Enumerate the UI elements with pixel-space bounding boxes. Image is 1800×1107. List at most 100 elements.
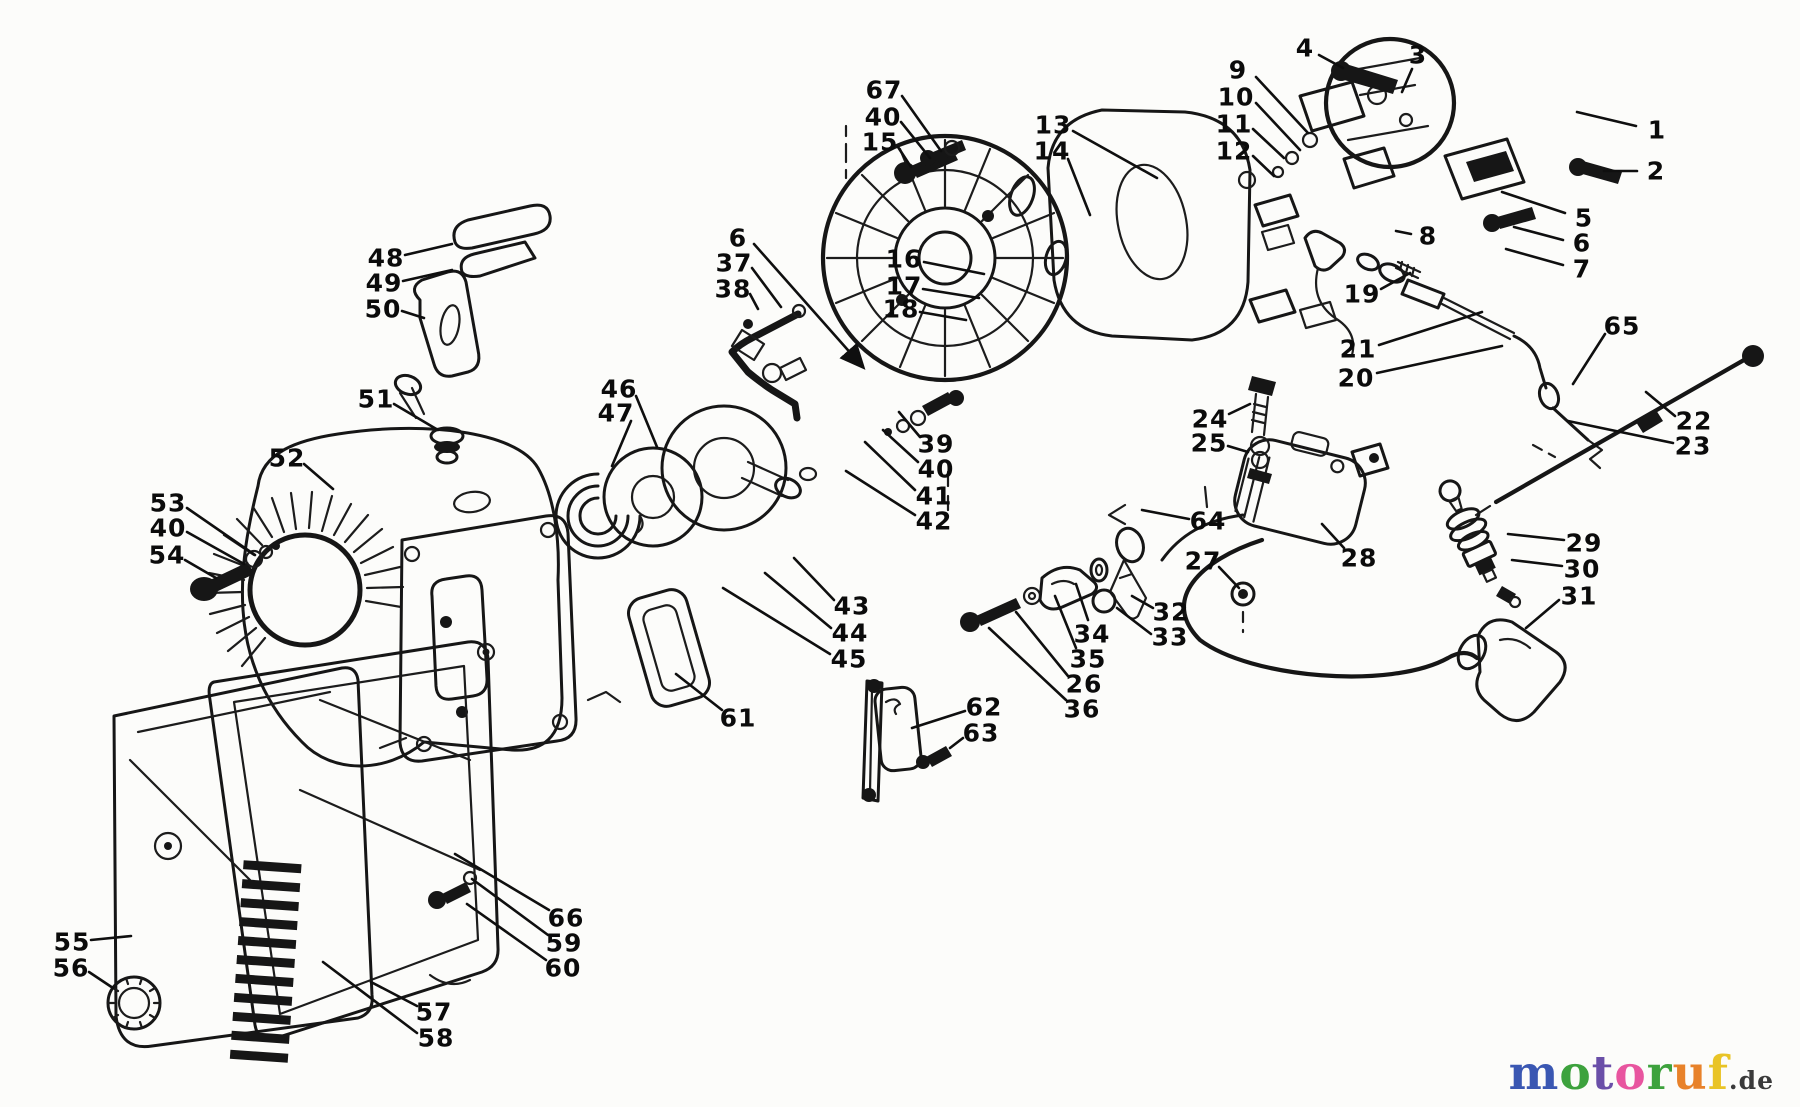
leader-line-61 (674, 672, 724, 712)
leader-line-26 (1014, 610, 1070, 678)
plug-boot (1456, 618, 1567, 722)
leader-line-5 (1500, 190, 1567, 215)
rope-grommet (429, 426, 465, 465)
leader-line-15 (896, 145, 913, 169)
part-labels: 1234567891011121314161718192021222324252… (53, 34, 1713, 1053)
watermark-letter: o (1559, 1046, 1592, 1101)
part-label-64: 64 (1190, 507, 1227, 536)
coil-bolt-washers (1247, 376, 1276, 484)
plug-terminal (1496, 586, 1522, 609)
leader-line-40 (899, 120, 932, 160)
flywheel (820, 133, 1070, 383)
part-label-59: 59 (546, 929, 583, 958)
part-label-10: 10 (1218, 83, 1255, 112)
leader-line-34 (1074, 582, 1090, 622)
part-label-38: 38 (715, 275, 752, 304)
leader-line-12 (1251, 154, 1276, 178)
leader-line-13 (1071, 129, 1159, 180)
throttle-cable (1356, 252, 1604, 470)
flywheel-fins (825, 138, 1065, 378)
rewind-spring-pulley (554, 356, 964, 560)
leader-line-66 (453, 852, 551, 912)
part-label-63: 63 (963, 719, 1000, 748)
leader-line-54 (183, 558, 218, 580)
part-label-42: 42 (916, 507, 953, 536)
part-label-9: 9 (1229, 56, 1247, 85)
leader-line-60 (465, 902, 548, 962)
part-label-46: 46 (601, 375, 638, 404)
leader-line-27 (1217, 565, 1241, 590)
part-label-53: 53 (150, 489, 187, 518)
part-label-50: 50 (365, 295, 402, 324)
leader-line-51 (392, 402, 440, 432)
part-label-51: 51 (358, 385, 395, 414)
leader-line-49 (401, 268, 454, 283)
part-label-33: 33 (1152, 623, 1189, 652)
leader-line-35 (1053, 594, 1078, 650)
leader-line-52 (302, 462, 335, 491)
part-label-43: 43 (834, 592, 871, 621)
leader-line-32 (1130, 594, 1155, 610)
magneto-backplate (1271, 36, 1622, 232)
part-label-12: 12 (1216, 137, 1253, 166)
ignition-coil (1160, 431, 1480, 679)
air-box-panel (207, 640, 500, 1041)
leader-line-30 (1510, 558, 1564, 568)
part-label-3: 3 (1409, 41, 1427, 70)
leader-line-4 (1317, 53, 1345, 70)
part-label-15: 15 (862, 128, 899, 157)
pulley-screw-washers (884, 390, 964, 436)
part-label-45: 45 (831, 645, 868, 674)
watermark-letter: u (1672, 1046, 1708, 1101)
part-label-2: 2 (1647, 157, 1665, 186)
part-label-49: 49 (366, 269, 403, 298)
part-label-27: 27 (1185, 547, 1222, 576)
part-label-65: 65 (1604, 312, 1641, 341)
part-label-6: 6 (1573, 229, 1591, 258)
leader-line-65 (1571, 332, 1607, 386)
leader-line-11 (1251, 127, 1286, 160)
leader-line-43 (792, 556, 836, 602)
leader-line-22 (1644, 390, 1677, 418)
part-label-26: 26 (1066, 670, 1103, 699)
leader-line-33 (1115, 606, 1153, 636)
leader-line-20 (1375, 344, 1504, 375)
switch-box (1298, 80, 1366, 133)
spark-plug (1438, 479, 1498, 583)
leader-line-29 (1506, 532, 1566, 542)
part-label-48: 48 (368, 244, 405, 273)
leader-line-53 (185, 506, 257, 557)
part-label-40: 40 (918, 455, 955, 484)
leader-line-17 (921, 287, 981, 300)
leader-line-40 (881, 428, 920, 464)
leader-line-1 (1575, 110, 1638, 128)
centerline-dashes (378, 470, 1209, 750)
part-label-16: 16 (886, 245, 923, 274)
watermark-wordmark: motoruf (1509, 1046, 1729, 1101)
part-label-20: 20 (1338, 364, 1375, 393)
leader-line-47 (610, 419, 633, 468)
part-label-22: 22 (1676, 407, 1713, 436)
air-filter-cover (106, 666, 374, 1063)
part-label-41: 41 (916, 482, 953, 511)
leader-line-31 (1524, 598, 1561, 630)
heat-shield-bracket (861, 679, 952, 803)
leader-line-38 (748, 292, 760, 311)
leader-line-58 (321, 960, 419, 1035)
part-label-60: 60 (545, 954, 582, 983)
part-label-24: 24 (1192, 405, 1229, 434)
starter-housing (205, 426, 578, 768)
leader-line-50 (400, 309, 426, 320)
part-label-47: 47 (598, 399, 635, 428)
leader-line-18 (918, 310, 968, 322)
gasket (627, 588, 711, 708)
leader-line-23 (1566, 419, 1675, 445)
starter-frame (398, 514, 578, 763)
leader-line-21 (1377, 310, 1484, 347)
part-label-31: 31 (1561, 582, 1598, 611)
throttle-rod (1474, 345, 1764, 517)
cover-knob (106, 975, 162, 1031)
watermark-letter: f (1707, 1046, 1729, 1101)
part-label-18: 18 (883, 295, 920, 324)
